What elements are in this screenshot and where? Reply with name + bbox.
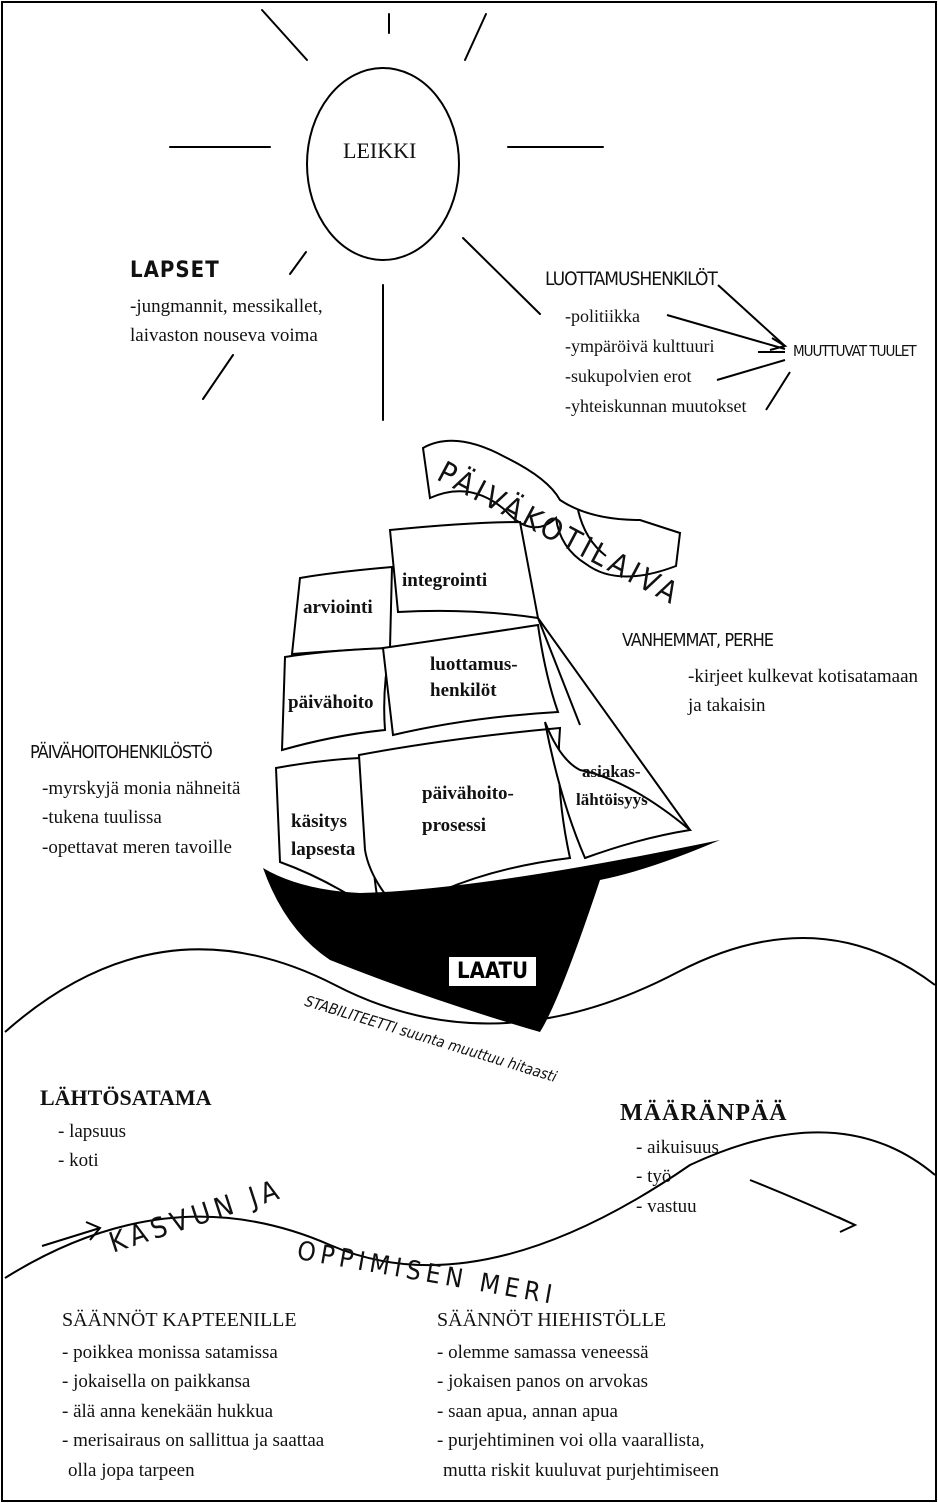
lapset-text: -jungmannit, messikallet, laivaston nous… — [130, 292, 323, 351]
sun-ray — [289, 251, 307, 275]
sail-paivahoito — [280, 646, 392, 752]
miehisto-item: mutta riskit kuuluvat purjehtimiseen — [443, 1459, 719, 1481]
sail-label-line: lapsesta — [291, 839, 356, 860]
kapteeni-item: - jokaisella on paikkansa — [62, 1371, 251, 1393]
miehisto-item: - olemme samassa veneessä — [437, 1342, 649, 1363]
kapteeni-item: - merisairaus on sallittua ja saattaa — [62, 1430, 325, 1452]
luottamus-item: -sukupolvien erot — [565, 366, 692, 386]
sail-luottamus — [381, 623, 560, 737]
sail-label-line: prosessi — [422, 815, 487, 836]
maaranpaa-title: MÄÄRÄNPÄÄ — [620, 1100, 788, 1126]
sail-label-line: asiakas- — [582, 762, 641, 781]
lahtosatama-item: - koti — [58, 1150, 99, 1172]
lahtosatama-title: LÄHTÖSATAMA — [40, 1085, 212, 1110]
maaranpaa-list: - aikuisuus - työ - vastuu — [636, 1133, 719, 1221]
lapset-line: laivaston nouseva voima — [130, 325, 318, 347]
sail-integrointi — [388, 520, 540, 620]
kapteeni-item: - älä anna kenekään hukkua — [62, 1400, 274, 1422]
lahtosatama-list: - lapsuus - koti — [58, 1117, 126, 1176]
miehisto-list: - olemme samassa veneessä - jokaisen pan… — [437, 1338, 719, 1485]
wind-arrows — [666, 284, 791, 411]
muuttuvat-tuulet-label: MUUTTUVAT TUULET — [793, 342, 917, 360]
arrow-right-icon — [749, 1179, 858, 1233]
vanhemmat-text: -kirjeet kulkevat kotisatamaan ja takais… — [688, 662, 918, 721]
maaranpaa-item: - työ — [636, 1166, 672, 1188]
lapset-line: -jungmannit, messikallet, — [130, 296, 323, 317]
sun-label: LEIKKI — [343, 138, 417, 163]
maaranpaa-item: - vastuu — [636, 1195, 697, 1217]
kapteeni-item: olla jopa tarpeen — [68, 1459, 195, 1481]
sail-label-integrointi: integrointi — [402, 570, 488, 591]
henkilosto-item: -opettavat meren tavoille — [42, 836, 232, 858]
banner-flag — [421, 439, 682, 578]
sail-label-line: päivähoito- — [422, 783, 514, 804]
vanhemmat-line: ja takaisin — [688, 695, 766, 717]
luottamus-item: -ympäröivä kulttuuri — [565, 336, 715, 356]
sun-ray — [464, 13, 487, 61]
sail-label-line: käsitys — [291, 811, 347, 832]
sail-label-kasitys: käsitys lapsesta — [291, 808, 355, 864]
sun-ray — [462, 237, 541, 315]
sail-label-line: henkilöt — [430, 680, 497, 701]
henkilosto-item: -tukena tuulissa — [42, 807, 162, 829]
henkilosto-list: -myrskyjä monia nähneitä -tukena tuuliss… — [42, 774, 240, 862]
sail-asiakas — [544, 721, 693, 860]
miehisto-item: - purjehtiminen voi olla vaarallista, — [437, 1430, 705, 1452]
sun-ray — [261, 9, 308, 61]
sail-label-line: luottamus- — [430, 654, 518, 675]
maaranpaa-item: - aikuisuus — [636, 1137, 719, 1158]
sail-label-paivahoito: päivähoito — [288, 692, 374, 713]
henkilosto-item: -myrskyjä monia nähneitä — [42, 778, 241, 799]
luottamus-title: LUOTTAMUSHENKILÖT — [545, 268, 718, 290]
miehisto-item: - jokaisen panos on arvokas — [437, 1371, 649, 1393]
sun-circle — [306, 67, 460, 261]
luottamus-item: -yhteiskunnan muutokset — [565, 396, 747, 416]
laatu-label: LAATU — [447, 955, 539, 988]
vanhemmat-line: -kirjeet kulkevat kotisatamaan — [688, 666, 919, 687]
lapset-title: LAPSET — [130, 258, 220, 283]
wave-line-upper — [4, 937, 936, 1033]
sails — [274, 520, 693, 918]
henkilosto-title: PÄIVÄHOITOHENKILÖSTÖ — [30, 742, 213, 763]
miehisto-title: SÄÄNNÖT HIEHISTÖLLE — [437, 1309, 667, 1331]
lahtosatama-item: - lapsuus — [58, 1121, 127, 1142]
sail-label-asiakas: asiakas- lähtöisyys — [576, 758, 648, 814]
miehisto-item: - saan apua, annan apua — [437, 1400, 618, 1422]
kapteeni-item: - poikkea monissa satamissa — [62, 1342, 278, 1363]
sail-label-prosessi: päivähoito- prosessi — [422, 778, 514, 842]
luottamus-list: -politiikka -ympäröivä kulttuuri -sukupo… — [565, 301, 746, 421]
kapteeni-list: - poikkea monissa satamissa - jokaisella… — [62, 1338, 324, 1485]
sail-label-line: lähtöisyys — [576, 790, 648, 809]
wave-line-lower — [4, 1131, 936, 1279]
sail-label-luottamus: luottamus- henkilöt — [430, 652, 518, 704]
arrow-left-icon — [41, 1221, 102, 1247]
sun-ray — [202, 354, 234, 400]
vanhemmat-title: VANHEMMAT, PERHE — [622, 630, 774, 651]
sail-label-arviointi: arviointi — [303, 597, 373, 618]
luottamus-item: -politiikka — [565, 306, 640, 326]
sun-icon — [169, 9, 604, 421]
rigging — [537, 617, 691, 831]
kapteeni-title: SÄÄNNÖT KAPTEENILLE — [62, 1309, 297, 1331]
ship-hull — [263, 840, 720, 1032]
